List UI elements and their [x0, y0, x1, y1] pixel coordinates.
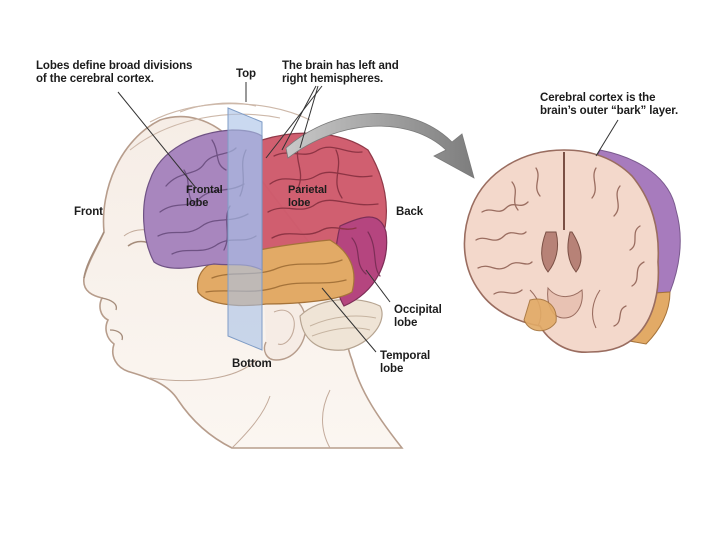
- hemispheres-caption: The brain has left and right hemispheres…: [282, 60, 399, 85]
- temporal-lobe-label: Temporal lobe: [380, 350, 431, 375]
- hemisphere-plane: [227, 107, 263, 351]
- frontal-lobe-label: Frontal lobe: [186, 184, 223, 209]
- lobes-caption: Lobes define broad divisions of the cere…: [36, 60, 193, 85]
- coronal-section: [463, 149, 681, 353]
- ear: [263, 294, 307, 361]
- cerebellum: [299, 298, 383, 351]
- bottom-label: Bottom: [232, 358, 272, 370]
- back-label: Back: [396, 206, 424, 218]
- cortex-caption: Cerebral cortex is the brain’s outer “ba…: [540, 92, 679, 117]
- parietal-lobe-label: Parietal lobe: [288, 184, 327, 209]
- arrow-to-section: [285, 113, 475, 179]
- occipital-lobe-label: Occipital lobe: [394, 304, 442, 329]
- front-label: Front: [74, 206, 103, 218]
- top-label: Top: [236, 68, 256, 80]
- leader-lines: [117, 85, 619, 353]
